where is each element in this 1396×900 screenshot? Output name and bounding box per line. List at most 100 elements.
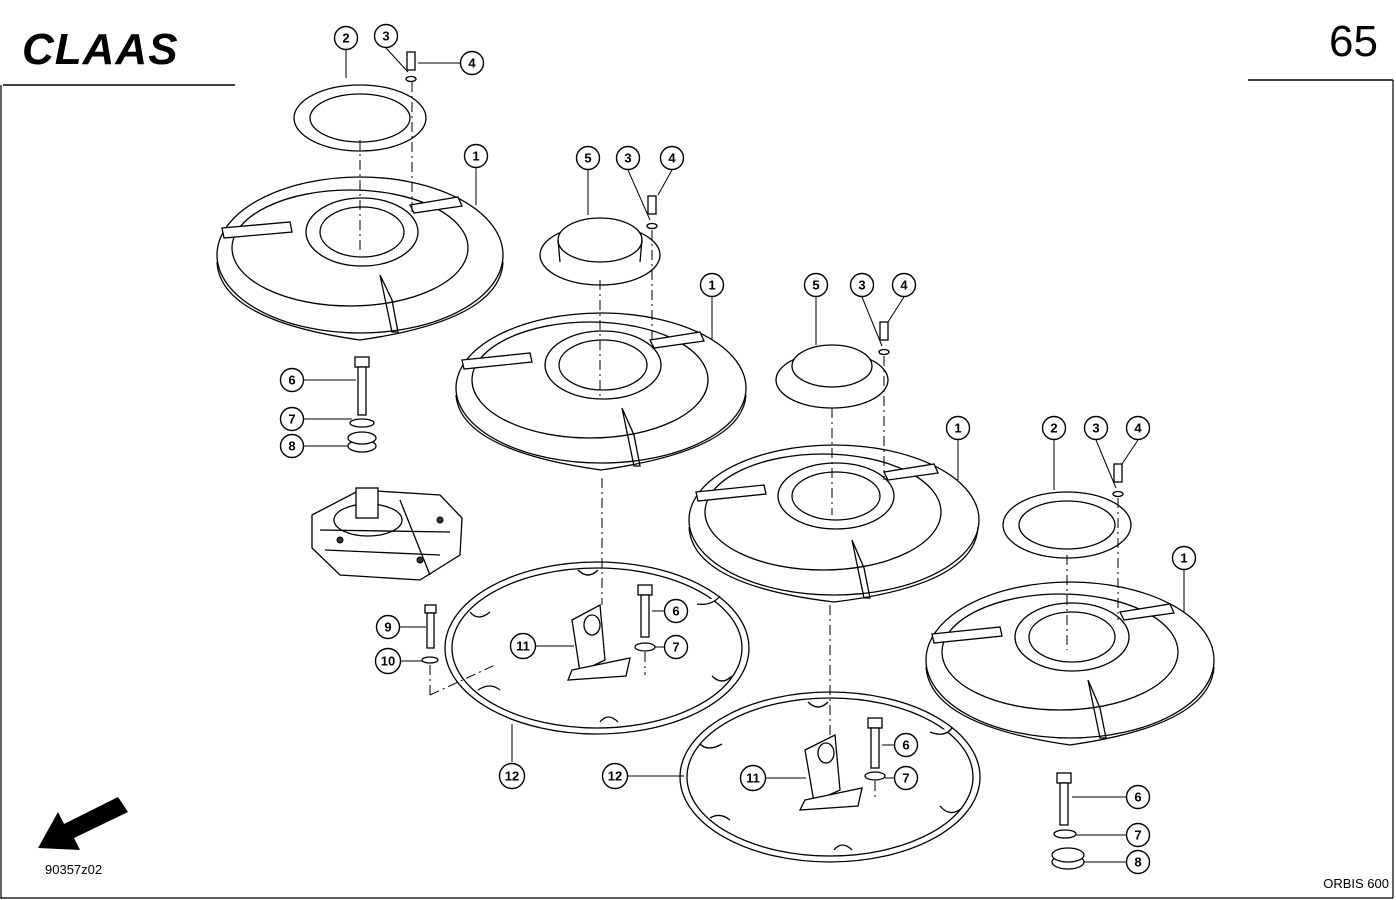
callout-number: 7	[288, 412, 295, 427]
callout-7-right-mid: 7	[893, 765, 919, 791]
callout-number: 1	[954, 421, 961, 436]
callout-5-cap-b: 5	[803, 272, 829, 298]
callout-number: 1	[1180, 551, 1187, 566]
callout-number: 2	[342, 31, 349, 46]
callout-number: 7	[672, 640, 679, 655]
bracket-11-b	[798, 733, 863, 811]
callout-number: 6	[672, 604, 679, 619]
brand-logo-text: CLAAS	[22, 25, 179, 74]
callout-4-top-left: 4	[459, 50, 485, 76]
callout-number: 4	[900, 278, 908, 293]
callout-number: 6	[1134, 790, 1141, 805]
callout-10: 10	[374, 647, 402, 675]
callout-6-left: 6	[279, 367, 305, 393]
bolt-6-bottom-right	[1056, 772, 1072, 826]
callout-8-bottom-right: 8	[1125, 849, 1151, 875]
washer-7-mid	[634, 642, 656, 652]
mower-disc-2	[455, 312, 747, 471]
callout-12-a: 12	[498, 762, 526, 790]
callout-11-a: 11	[509, 632, 537, 660]
callout-number: 7	[1134, 828, 1141, 843]
small-bolts	[405, 51, 1124, 498]
callout-number: 7	[902, 771, 909, 786]
callout-7-mid: 7	[663, 634, 689, 660]
mower-disc-1	[216, 176, 504, 341]
callout-4-right: 4	[1125, 415, 1151, 441]
washer-10	[421, 656, 439, 664]
callout-number: 4	[468, 56, 476, 71]
shim-ring-right	[1002, 491, 1132, 559]
callout-number: 12	[505, 769, 519, 784]
callout-number: 11	[516, 639, 530, 654]
bolt-6-right-mid	[867, 717, 883, 769]
callout-3-right: 3	[1083, 415, 1109, 441]
callout-number: 6	[288, 373, 295, 388]
callout-3-top-left: 3	[373, 23, 399, 49]
guard-ring-12-a	[444, 561, 750, 735]
callout-5-cap-a: 5	[575, 145, 601, 171]
assembly-axis-lines	[359, 82, 1119, 800]
callout-number: 8	[1134, 855, 1141, 870]
page-number: 65	[1329, 17, 1378, 66]
bracket-11-a	[567, 603, 631, 681]
callout-2-top-left: 2	[333, 25, 359, 51]
callout-7-bottom-right: 7	[1125, 822, 1151, 848]
callout-6-right-mid: 6	[893, 732, 919, 758]
callout-8-left: 8	[279, 433, 305, 459]
mower-disc-4	[925, 581, 1215, 746]
callout-number: 4	[1134, 421, 1142, 436]
guard-ring-12-b	[679, 691, 981, 863]
callout-number: 3	[858, 278, 865, 293]
washer-7-right-mid	[864, 771, 886, 781]
callout-9: 9	[375, 614, 401, 640]
callout-1-disc-3: 1	[945, 415, 971, 441]
callout-number: 10	[381, 654, 395, 669]
bolt-6-left	[354, 356, 370, 416]
mower-disc-3	[688, 444, 980, 603]
brand-logo: CLAAS	[3, 25, 235, 86]
callout-1-disc-1: 1	[463, 143, 489, 169]
callout-4-cap-a: 4	[659, 145, 685, 171]
callout-number: 5	[812, 278, 819, 293]
washer-7-left	[349, 418, 375, 428]
direction-arrow-icon	[38, 797, 128, 850]
bearing-bush-8-left	[347, 431, 377, 453]
callout-number: 3	[382, 29, 389, 44]
page-number-block: 65	[1248, 17, 1393, 81]
callout-number: 5	[584, 151, 591, 166]
callout-11-b: 11	[739, 764, 767, 792]
callout-1-disc-4: 1	[1171, 545, 1197, 571]
callouts: 2 3 4 1 5 3 4 1 5 3 4 1 2 3 4 1 6 7 8 9 …	[279, 23, 1197, 875]
callout-number: 11	[746, 771, 760, 786]
callout-number: 12	[608, 769, 622, 784]
callout-number: 3	[624, 151, 631, 166]
callout-number: 2	[1050, 421, 1057, 436]
callout-3-cap-b: 3	[849, 272, 875, 298]
callout-number: 9	[384, 620, 391, 635]
cap-5-a	[539, 217, 661, 286]
drawing-id: 90357z02	[45, 862, 102, 877]
callout-3-cap-a: 3	[615, 145, 641, 171]
bolt-9	[424, 604, 437, 649]
gearbox-housing	[311, 487, 463, 581]
callout-6-mid: 6	[663, 598, 689, 624]
bolt-6-mid	[637, 584, 653, 638]
callout-2-right: 2	[1041, 415, 1067, 441]
callout-number: 1	[472, 149, 479, 164]
callout-7-left: 7	[279, 406, 305, 432]
callout-number: 3	[1092, 421, 1099, 436]
callout-number: 4	[668, 151, 676, 166]
model-name: ORBIS 600	[1323, 876, 1389, 891]
callout-number: 1	[708, 278, 715, 293]
callout-1-disc-2: 1	[699, 272, 725, 298]
callout-number: 6	[902, 738, 909, 753]
callout-6-bottom-right: 6	[1125, 784, 1151, 810]
cap-5-b	[775, 344, 889, 409]
callout-4-cap-b: 4	[891, 272, 917, 298]
callout-12-b: 12	[601, 762, 629, 790]
washer-7-bottom-right	[1053, 829, 1077, 839]
callout-leaders	[304, 47, 1185, 863]
callout-number: 8	[288, 439, 295, 454]
bearing-bush-8-bottom-right	[1051, 847, 1085, 870]
